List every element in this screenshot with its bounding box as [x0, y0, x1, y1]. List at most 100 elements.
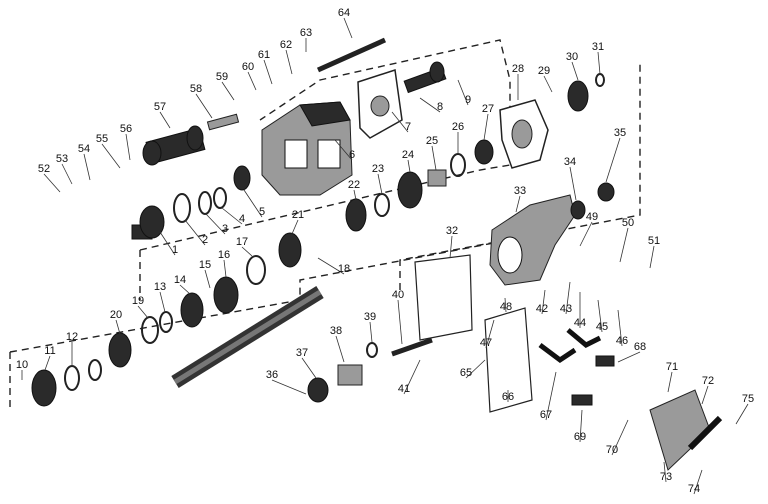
part-label-17: 17: [236, 236, 248, 248]
leader-line-30: [571, 61, 579, 81]
part-label-45: 45: [596, 321, 608, 333]
leader-line-18: [317, 257, 345, 275]
part-label-41: 41: [398, 383, 410, 395]
part-label-1: 1: [172, 244, 178, 256]
part-label-3: 3: [222, 223, 228, 235]
part-label-22: 22: [348, 179, 360, 191]
shaft-8-gear: [429, 61, 445, 83]
part-label-15: 15: [199, 259, 211, 271]
leader-line-16: [223, 259, 227, 278]
part-label-43: 43: [560, 303, 572, 315]
part-label-16: 16: [218, 249, 230, 261]
leader-line-25: [431, 145, 437, 171]
part-label-11: 11: [44, 345, 55, 357]
cluster-gear-57: [142, 125, 206, 166]
part-label-73: 73: [660, 471, 672, 483]
leader-line-14: [179, 284, 191, 295]
leader-line-64: [343, 17, 353, 39]
part-label-69: 69: [574, 431, 586, 443]
leader-line-65: [465, 359, 486, 379]
part-label-6: 6: [349, 149, 355, 161]
leader-line-48: [504, 297, 507, 313]
sync-22: [345, 198, 367, 232]
ring-39: [366, 342, 378, 358]
part-label-61: 61: [258, 49, 270, 61]
leader-line-35: [605, 137, 621, 183]
part-label-10: 10: [16, 359, 28, 371]
part-label-12: 12: [66, 331, 78, 343]
part-label-26: 26: [452, 121, 464, 133]
leader-line-54: [83, 153, 91, 181]
leader-line-72: [701, 385, 709, 405]
part-label-57: 57: [154, 101, 166, 113]
part-label-24: 24: [402, 149, 414, 161]
leader-line-33: [515, 195, 521, 213]
gear-20: [108, 332, 132, 368]
part-label-28: 28: [512, 63, 524, 75]
part-label-47: 47: [480, 337, 492, 349]
part-label-25: 25: [426, 135, 438, 147]
cluster-gear-front: [142, 140, 162, 166]
case-top: [299, 101, 351, 127]
side-cover-73: [649, 389, 711, 471]
part-label-19: 19: [132, 295, 144, 307]
part-label-21: 21: [292, 209, 304, 221]
part-label-34: 34: [564, 156, 576, 168]
part-label-63: 63: [300, 27, 312, 39]
cluster-gear-end: [186, 125, 204, 151]
ring-13: [159, 311, 173, 333]
part-label-42: 42: [536, 303, 548, 315]
part-label-59: 59: [216, 71, 228, 83]
ring-26: [450, 153, 466, 177]
leader-line-13: [159, 291, 166, 313]
part-label-2: 2: [202, 234, 208, 246]
ring-19a: [88, 359, 102, 381]
leader-line-57: [159, 111, 171, 129]
part-label-49: 49: [586, 211, 598, 223]
leader-line-52: [43, 173, 61, 193]
leader-line-37: [301, 357, 317, 379]
leader-line-8: [419, 97, 441, 113]
leader-line-42: [541, 289, 546, 315]
part-label-39: 39: [364, 311, 376, 323]
leader-line-1: [159, 231, 176, 256]
leader-line-71: [667, 371, 673, 393]
ring-23: [374, 193, 390, 217]
leader-line-38: [335, 335, 345, 363]
leader-line-61: [263, 59, 273, 85]
leader-line-15: [204, 269, 211, 289]
shaft-58: [206, 113, 240, 131]
mainshaft-center: [173, 289, 322, 385]
part-34: [570, 200, 586, 220]
part-label-55: 55: [96, 133, 108, 145]
leader-line-62: [285, 49, 293, 75]
part-label-33: 33: [514, 185, 526, 197]
mainshaft-15: [171, 286, 324, 388]
leader-line-47: [485, 319, 495, 349]
plate-28-hub: [511, 119, 533, 149]
gear-24: [397, 171, 423, 209]
extension-housing-33: [489, 194, 576, 286]
leader-line-21: [291, 219, 299, 235]
leader-line-60: [247, 71, 257, 91]
part-label-20: 20: [110, 309, 122, 321]
part-label-9: 9: [465, 94, 471, 106]
part-label-23: 23: [372, 163, 384, 175]
ring-3: [198, 191, 212, 215]
part-label-56: 56: [120, 123, 132, 135]
leader-line-32: [449, 235, 453, 259]
gasket-66: [484, 307, 533, 413]
leader-line-34: [569, 166, 577, 201]
part-label-72: 72: [702, 375, 714, 387]
part-label-51: 51: [648, 235, 660, 247]
leader-line-7: [391, 111, 409, 133]
part-label-64: 64: [338, 7, 350, 19]
leader-line-11: [44, 355, 51, 371]
leader-line-55: [101, 143, 121, 169]
part-label-48: 48: [500, 301, 512, 313]
sleeve-25: [427, 169, 447, 187]
ring-19b: [141, 316, 159, 344]
case-window: [284, 139, 308, 169]
leader-line-23: [377, 173, 383, 195]
